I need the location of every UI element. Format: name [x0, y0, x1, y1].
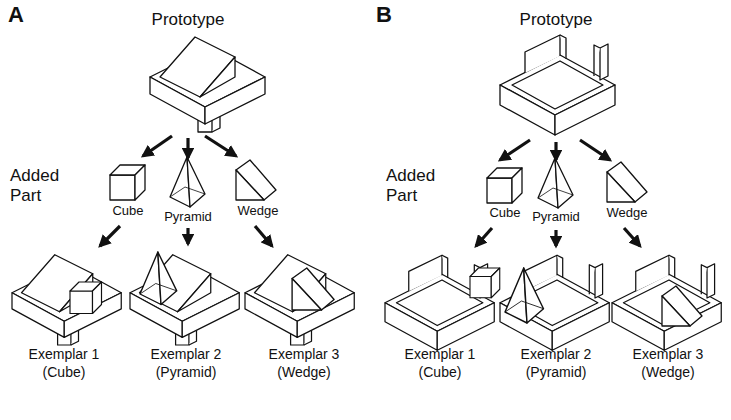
part-name: Pyramid: [164, 210, 212, 225]
exemplar-label: (Wedge): [641, 364, 694, 380]
part-name: Pyramid: [532, 210, 580, 225]
exemplar-label: Exemplar 2: [521, 346, 592, 362]
exemplar-label: Exemplar 2: [151, 346, 222, 362]
exemplar-label: Exemplar 1: [29, 346, 100, 362]
added-part-label: Added Part: [386, 166, 446, 205]
part-name: Wedge: [238, 204, 279, 219]
exemplar-label: (Pyramid): [526, 364, 587, 380]
prototype-title: Prototype: [152, 10, 225, 30]
part-name: Wedge: [607, 206, 648, 221]
part-name: Cube: [112, 204, 143, 219]
panel-letter: B: [376, 2, 392, 27]
exemplar-label: (Pyramid): [156, 364, 217, 380]
added-part-label: Added Part: [10, 166, 70, 205]
panel-letter: A: [8, 2, 24, 27]
part-name: Cube: [489, 206, 520, 221]
exemplar-label: Exemplar 1: [405, 346, 476, 362]
exemplar-label: (Cube): [419, 364, 462, 380]
exemplar-label: Exemplar 3: [269, 346, 340, 362]
exemplar-label: (Cube): [43, 364, 86, 380]
prototype-title: Prototype: [520, 10, 593, 30]
exemplar-label: (Wedge): [277, 364, 330, 380]
exemplar-label: Exemplar 3: [633, 346, 704, 362]
